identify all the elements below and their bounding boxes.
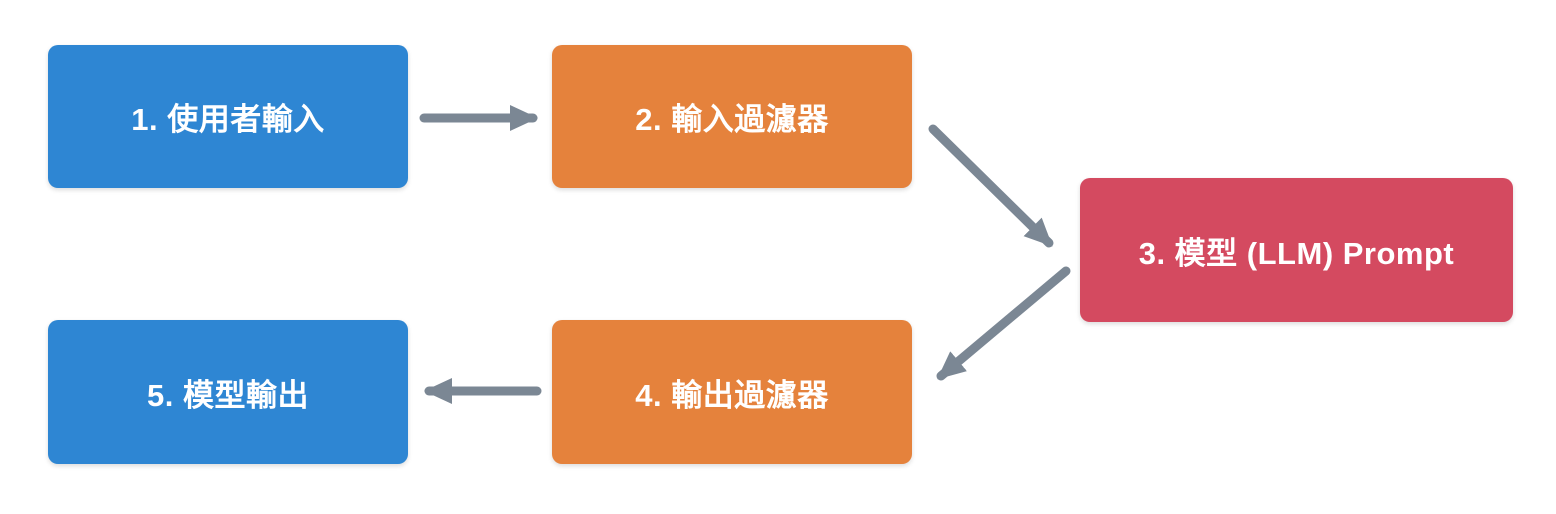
node-user-input-label: 1. 使用者輸入 [131, 102, 325, 137]
node-model-output: 5. 模型輸出 [48, 320, 408, 464]
node-model-prompt-label: 3. 模型 (LLM) Prompt [1138, 235, 1455, 271]
node-input-filter-label: 2. 輸入過濾器 [635, 102, 829, 137]
arrow-model-prompt-to-output-filter [936, 266, 1071, 381]
arrow-input-filter-to-model-prompt [928, 124, 1054, 248]
node-output-filter-label: 4. 輸出過濾器 [635, 377, 829, 413]
node-input-filter: 2. 輸入過濾器 [552, 45, 912, 188]
node-output-filter: 4. 輸出過濾器 [552, 320, 912, 464]
node-model-prompt: 3. 模型 (LLM) Prompt [1080, 178, 1513, 322]
node-user-input: 1. 使用者輸入 [48, 45, 408, 188]
node-model-output-label: 5. 模型輸出 [147, 377, 309, 413]
